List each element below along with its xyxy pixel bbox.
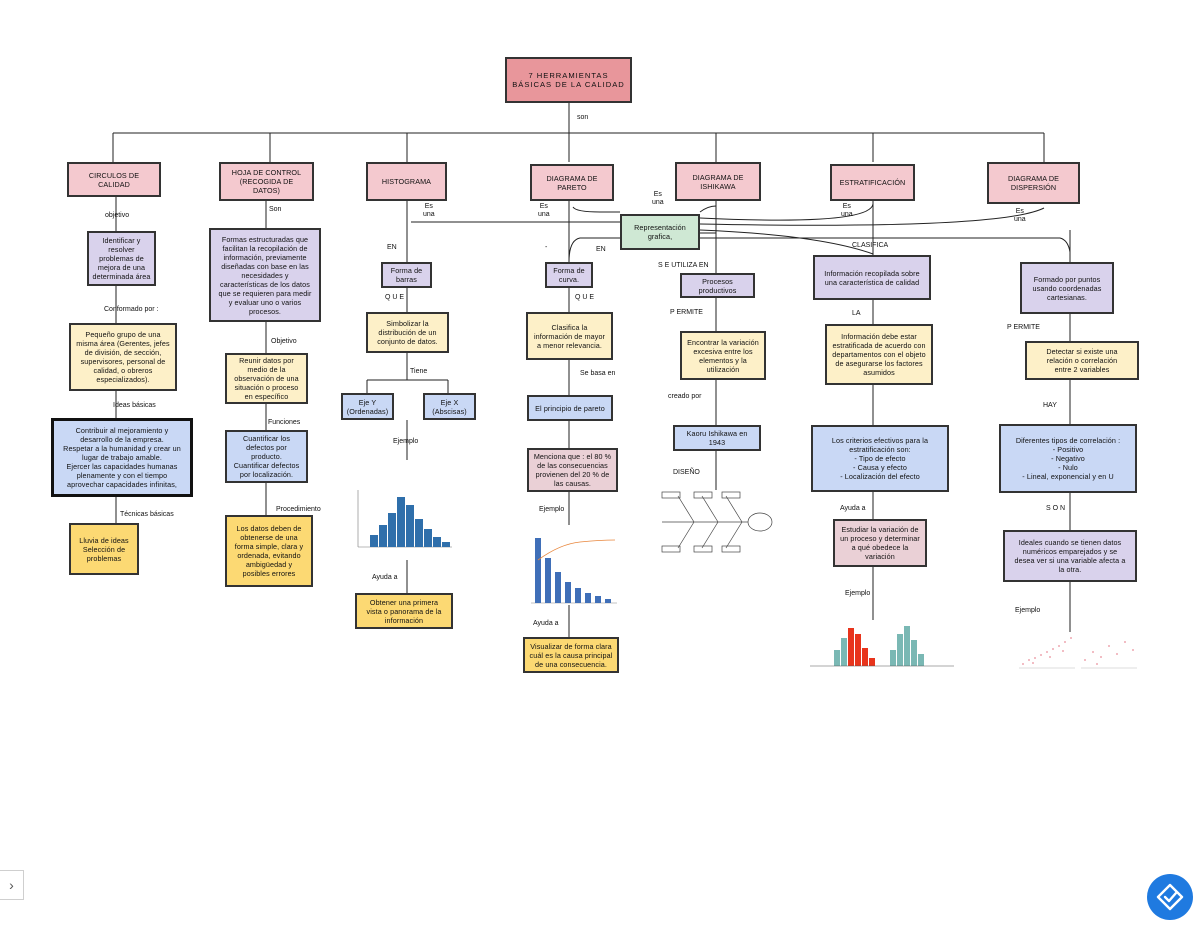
- hist-que: Simbolizar la distribución de un conjunt…: [366, 312, 449, 353]
- tool-histograma: HISTOGRAMA: [366, 162, 447, 201]
- label-dash: -: [545, 244, 548, 251]
- hoja-funciones: Cuantificar los defectos por producto. C…: [225, 430, 308, 483]
- label-se-basa-en: Se basa en: [580, 370, 616, 377]
- pareto-forma: Forma de curva.: [545, 262, 593, 288]
- pareto-menciona: Menciona que : el 80 % de las consecuenc…: [527, 448, 618, 492]
- tool-circulos-de-calidad: CIRCULOS DE CALIDAD: [67, 162, 161, 197]
- disp-permite: Detectar si existe una relación o correl…: [1025, 341, 1139, 380]
- scatter-example-thumbnail: [1019, 637, 1137, 669]
- label-tecnicas-basicas: Técnicas básicas: [120, 511, 174, 518]
- fishbone-example-thumbnail: [661, 491, 773, 553]
- label-creado-por: creado por: [668, 393, 702, 400]
- tool-diagrama-de-dispersion: DIAGRAMA DE DISPERSIÓN: [987, 162, 1080, 204]
- chevron-right-icon: ›: [9, 877, 14, 893]
- hist-forma: Forma de barras: [381, 262, 432, 288]
- tool-estratificacion: ESTRATIFICACIÓN: [830, 164, 915, 201]
- label-son: son: [577, 114, 589, 121]
- root-title-text: 7 HERRAMIENTAS BÁSICAS DE LA CALIDAD: [512, 70, 625, 89]
- disp-son: Ideales cuando se tienen datos numéricos…: [1003, 530, 1137, 582]
- label-ayuda-est: Ayuda a: [840, 505, 866, 512]
- pareto-ayuda: Visualizar de forma clara cuál es la cau…: [523, 637, 619, 673]
- shared-representacion-grafica: Representación grafica,: [620, 214, 700, 250]
- label-ejemplo-hist: Ejemplo: [393, 438, 419, 445]
- label-tiene: Tiene: [410, 368, 428, 375]
- circulos-tecnicas: Lluvia de ideas Selección de problemas: [69, 523, 139, 575]
- assistant-fab-button[interactable]: [1147, 874, 1193, 920]
- sidebar-toggle-button[interactable]: ›: [0, 870, 24, 900]
- label-ayuda-par: Ayuda a: [533, 620, 559, 627]
- label-ayuda-hist: Ayuda a: [372, 574, 398, 581]
- label-hay: HAY: [1043, 402, 1057, 409]
- ishikawa-permite: Encontrar la variación excesiva entre lo…: [680, 331, 766, 380]
- disp-formado: Formado por puntos usando coordenadas ca…: [1020, 262, 1114, 314]
- label-permite-dis: P ERMITE: [1007, 324, 1040, 331]
- label-son-hoja: Son: [269, 206, 282, 213]
- label-la: LA: [852, 310, 861, 317]
- ishikawa-procesos: Procesos productivos: [680, 273, 755, 298]
- label-son-dis: S O N: [1046, 505, 1066, 512]
- label-permite-ish: P ERMITE: [670, 309, 703, 316]
- label-que-par: Q U E: [575, 294, 595, 301]
- ishikawa-creador: Kaoru Ishikawa en 1943: [673, 425, 761, 451]
- label-ideas-basicas: Ideas básicas: [113, 402, 156, 409]
- histogram-example-thumbnail: [357, 490, 452, 548]
- hist-eje-y: Eje Y (Ordenadas): [341, 393, 394, 420]
- pareto-que: Clasifica la información de mayor a meno…: [526, 312, 613, 360]
- label-en-hist: EN: [387, 244, 397, 251]
- tool-diagrama-de-ishikawa: DIAGRAMA DE ISHIKAWA: [675, 162, 761, 201]
- circulos-ideas-basicas: Contribuir al mejoramiento y desarrollo …: [51, 418, 193, 497]
- disp-hay: Diferentes tipos de correlación : - Posi…: [999, 424, 1137, 493]
- pareto-example-thumbnail: [531, 538, 617, 604]
- label-se-utiliza-en: S E UTILIZA EN: [658, 262, 709, 269]
- label-clasifica: CLASIFICA: [852, 242, 889, 249]
- circulos-conformado: Pequeño grupo de una misma área (Gerente…: [69, 323, 177, 391]
- assistant-logo-icon: [1156, 883, 1184, 911]
- label-es-una-est: Es una: [841, 203, 853, 218]
- estrat-ayuda: Estudiar la variación de un proceso y de…: [833, 519, 927, 567]
- pareto-base: El principio de pareto: [527, 395, 613, 421]
- estrat-informacion: Información recopilada sobre una caracte…: [813, 255, 931, 300]
- label-es-una-par: Es una: [538, 203, 550, 218]
- label-que-hist: Q U E: [385, 294, 405, 301]
- label-procedimiento: Procedimiento: [276, 506, 321, 513]
- hoja-objetivo: Reunir datos por medio de la observación…: [225, 353, 308, 404]
- label-objetivo: objetivo: [105, 212, 130, 219]
- hist-eje-x: Eje X (Abscisas): [423, 393, 476, 420]
- tool-hoja-de-control: HOJA DE CONTROL (RECOGIDA DE DATOS): [219, 162, 314, 201]
- label-ejemplo-dis: Ejemplo: [1015, 607, 1041, 614]
- tool-diagrama-de-pareto: DIAGRAMA DE PARETO: [530, 164, 614, 201]
- label-ejemplo-est: Ejemplo: [845, 590, 871, 597]
- label-diseno: DISEÑO: [673, 469, 700, 476]
- label-conformado-por: Conformado por :: [104, 306, 159, 313]
- stratification-example-thumbnail: [810, 626, 954, 667]
- circulos-objetivo: Identificar y resolver problemas de mejo…: [87, 231, 156, 286]
- label-funciones: Funciones: [268, 419, 301, 426]
- estrat-criterios: Los criterios efectivos para la estratif…: [811, 425, 949, 492]
- label-objetivo-hoja: Objetivo: [271, 338, 297, 345]
- hoja-son: Formas estructuradas que facilitan la re…: [209, 228, 321, 322]
- label-es-una-dis: Es una: [1014, 208, 1026, 223]
- root-title: 7 HERRAMIENTAS BÁSICAS DE LA CALIDAD: [505, 57, 632, 103]
- hist-ayuda: Obtener una primera vista o panorama de …: [355, 593, 453, 629]
- label-es-una-ish: Es una: [652, 191, 664, 206]
- label-en-par: EN: [596, 246, 606, 253]
- label-es-una-hist: Es una: [423, 203, 435, 218]
- hoja-procedimiento: Los datos deben de obtenerse de una form…: [225, 515, 313, 587]
- estrat-la: Información debe estar estratificada de …: [825, 324, 933, 385]
- label-ejemplo-par: Ejemplo: [539, 506, 565, 513]
